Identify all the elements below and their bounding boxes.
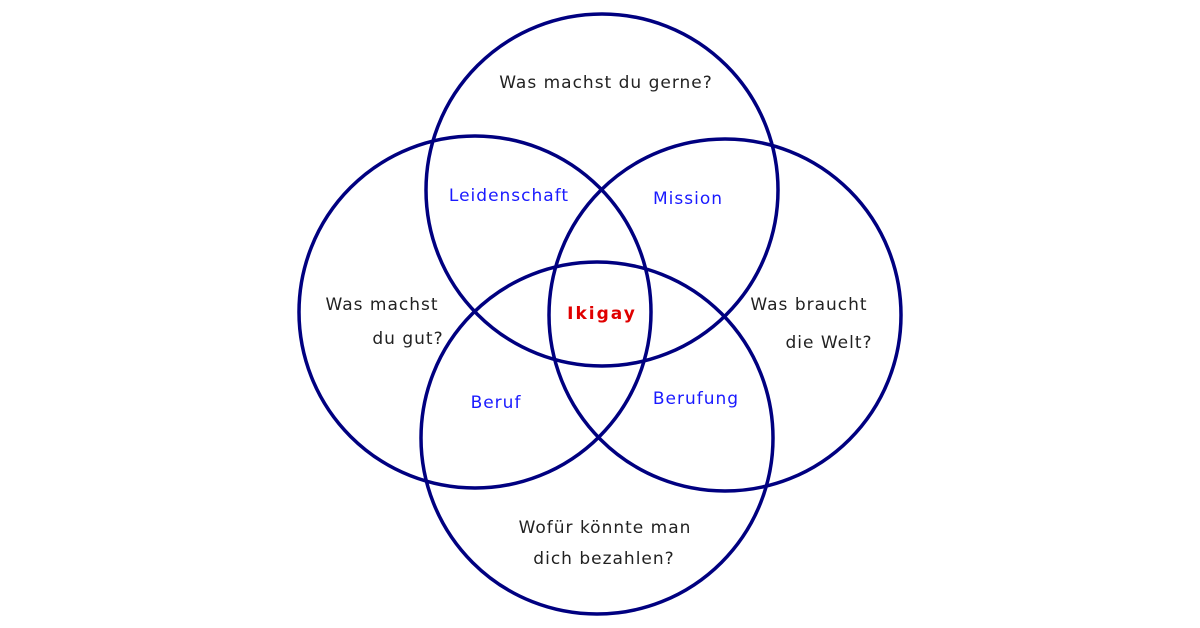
circle-top (424, 12, 780, 368)
question-right-line1: Was braucht (750, 295, 868, 315)
circle-bottom (419, 260, 775, 616)
circle-left (297, 134, 653, 490)
question-left-line1: Was machst (325, 295, 439, 315)
question-top: Was machst du gerne? (499, 73, 713, 93)
question-left-line2: du gut? (372, 329, 444, 349)
overlap-mission: Mission (652, 189, 724, 209)
question-bottom-line2: dich bezahlen? (533, 549, 675, 569)
center-ikigay: Ikigay (567, 304, 637, 324)
question-bottom-line1: Wofür könnte man (518, 518, 692, 538)
question-right-line2: die Welt? (785, 333, 873, 353)
overlap-berufung: Berufung (652, 389, 740, 409)
circle-right (547, 137, 903, 493)
overlap-leidenschaft: Leidenschaft (448, 186, 570, 206)
overlap-beruf: Beruf (470, 393, 522, 413)
